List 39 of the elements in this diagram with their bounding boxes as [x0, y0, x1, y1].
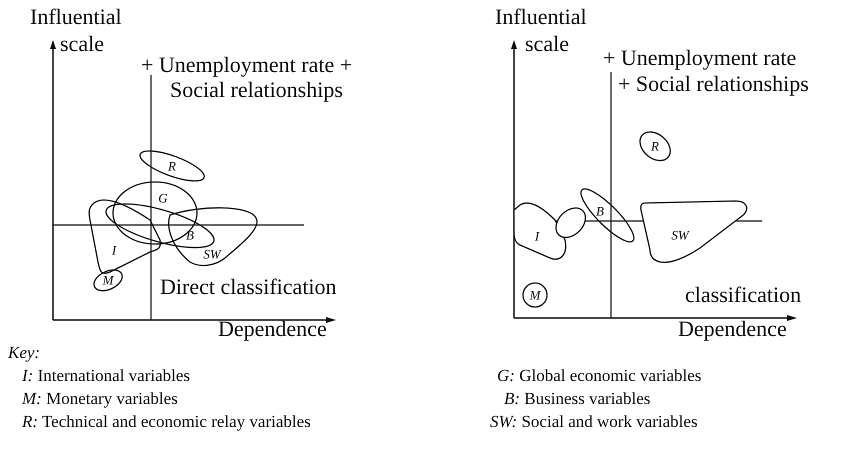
cluster-outline — [112, 181, 198, 245]
axis-label: + Unemployment rate + — [141, 53, 352, 78]
variable-letter: I — [534, 230, 540, 242]
variable-letter: R — [168, 159, 176, 172]
variable-letter: SW — [203, 248, 221, 260]
key-entry: Key: — [8, 344, 40, 363]
cluster-outline — [639, 199, 749, 264]
axis-label: Influential — [30, 5, 122, 30]
variable-letter: B — [596, 204, 604, 218]
variable-letter: B — [186, 228, 194, 242]
cluster-outline — [580, 188, 634, 242]
variable-letter: R — [651, 139, 659, 152]
cluster-outline — [555, 207, 587, 239]
axis-label: scale — [525, 32, 569, 56]
cluster-outline — [522, 282, 548, 308]
axis-label: Social relationships — [170, 78, 343, 102]
cluster-outline — [138, 150, 206, 182]
cluster-outline — [638, 130, 672, 162]
axis-label: Direct classification — [160, 275, 337, 300]
axis-label: Influential — [495, 5, 587, 30]
variable-letter: M — [530, 288, 540, 302]
axis-label: + Social relationships — [618, 72, 809, 96]
cluster-outline — [513, 200, 569, 263]
cluster-outline — [92, 268, 124, 292]
key-entry: R: Technical and economic relay variables — [22, 413, 311, 432]
variable-letter: M — [102, 273, 114, 286]
key-entry: M: Monetary variables — [22, 390, 178, 409]
axis-label: scale — [60, 32, 104, 56]
axis-label: Dependence — [678, 317, 787, 342]
variable-letter: G — [158, 192, 168, 204]
variable-letter: I — [112, 244, 116, 256]
key-entry: G: Global economic variables — [497, 367, 702, 386]
axis-label: classification — [685, 283, 802, 308]
key-entry: B: Business variables — [504, 390, 650, 409]
axis-label: + Unemployment rate — [603, 46, 796, 70]
key-entry: SW: Social and work variables — [490, 413, 698, 432]
axis-label: Dependence — [218, 317, 327, 342]
key-entry: I: International variables — [22, 367, 190, 386]
variable-letter: SW — [671, 228, 689, 242]
